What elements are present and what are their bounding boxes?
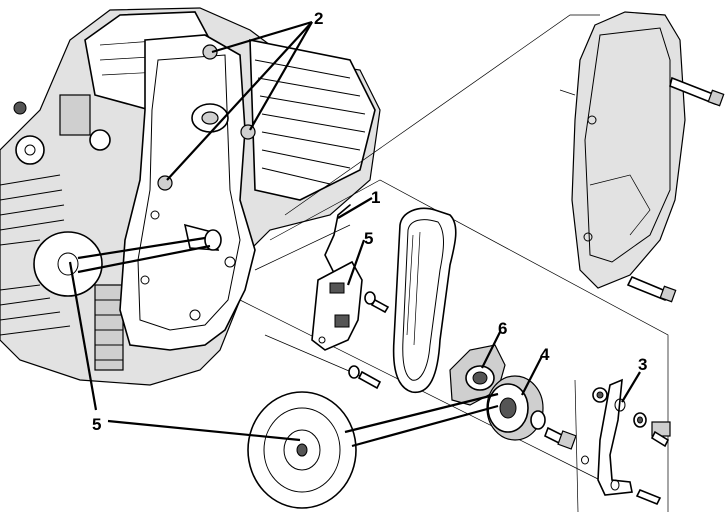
callout-6: 6: [498, 319, 507, 338]
cover-screw-icon: [626, 275, 677, 303]
seal-detail-left: [33, 231, 211, 297]
bolt-icon: [635, 488, 662, 506]
callout-4: 4: [540, 345, 550, 364]
bolt-icon: [370, 298, 390, 314]
leader-lines: [68, 20, 641, 442]
cylinder-fins-left: [0, 174, 124, 371]
washer-icon: [364, 291, 376, 305]
front-cover-plate: [119, 34, 256, 351]
callout-2: 2: [314, 9, 323, 28]
callout-3: 3: [638, 355, 647, 374]
nut-icon: [592, 387, 608, 403]
washer-icon: [633, 412, 647, 428]
callout-5-sensor: 5: [364, 229, 373, 248]
washer-icon: [530, 410, 546, 430]
cylinder-fins-right: [249, 39, 376, 201]
bolt-icon: [543, 426, 577, 450]
cover-bolt-icon: [202, 44, 218, 60]
callout-1: 1: [371, 188, 380, 207]
sensor-plate: [311, 204, 390, 390]
bolt-icon: [650, 421, 671, 448]
bracket: [581, 378, 671, 506]
bolt-icon: [357, 370, 382, 390]
drive-belt: [392, 207, 457, 393]
callout-5-seals: 5: [92, 415, 101, 434]
cover-screw-icon: [669, 76, 725, 107]
timing-cover: [571, 11, 725, 303]
washer-icon: [348, 365, 360, 379]
pulley: [486, 375, 577, 450]
seal-detail-bottom: [247, 391, 499, 509]
